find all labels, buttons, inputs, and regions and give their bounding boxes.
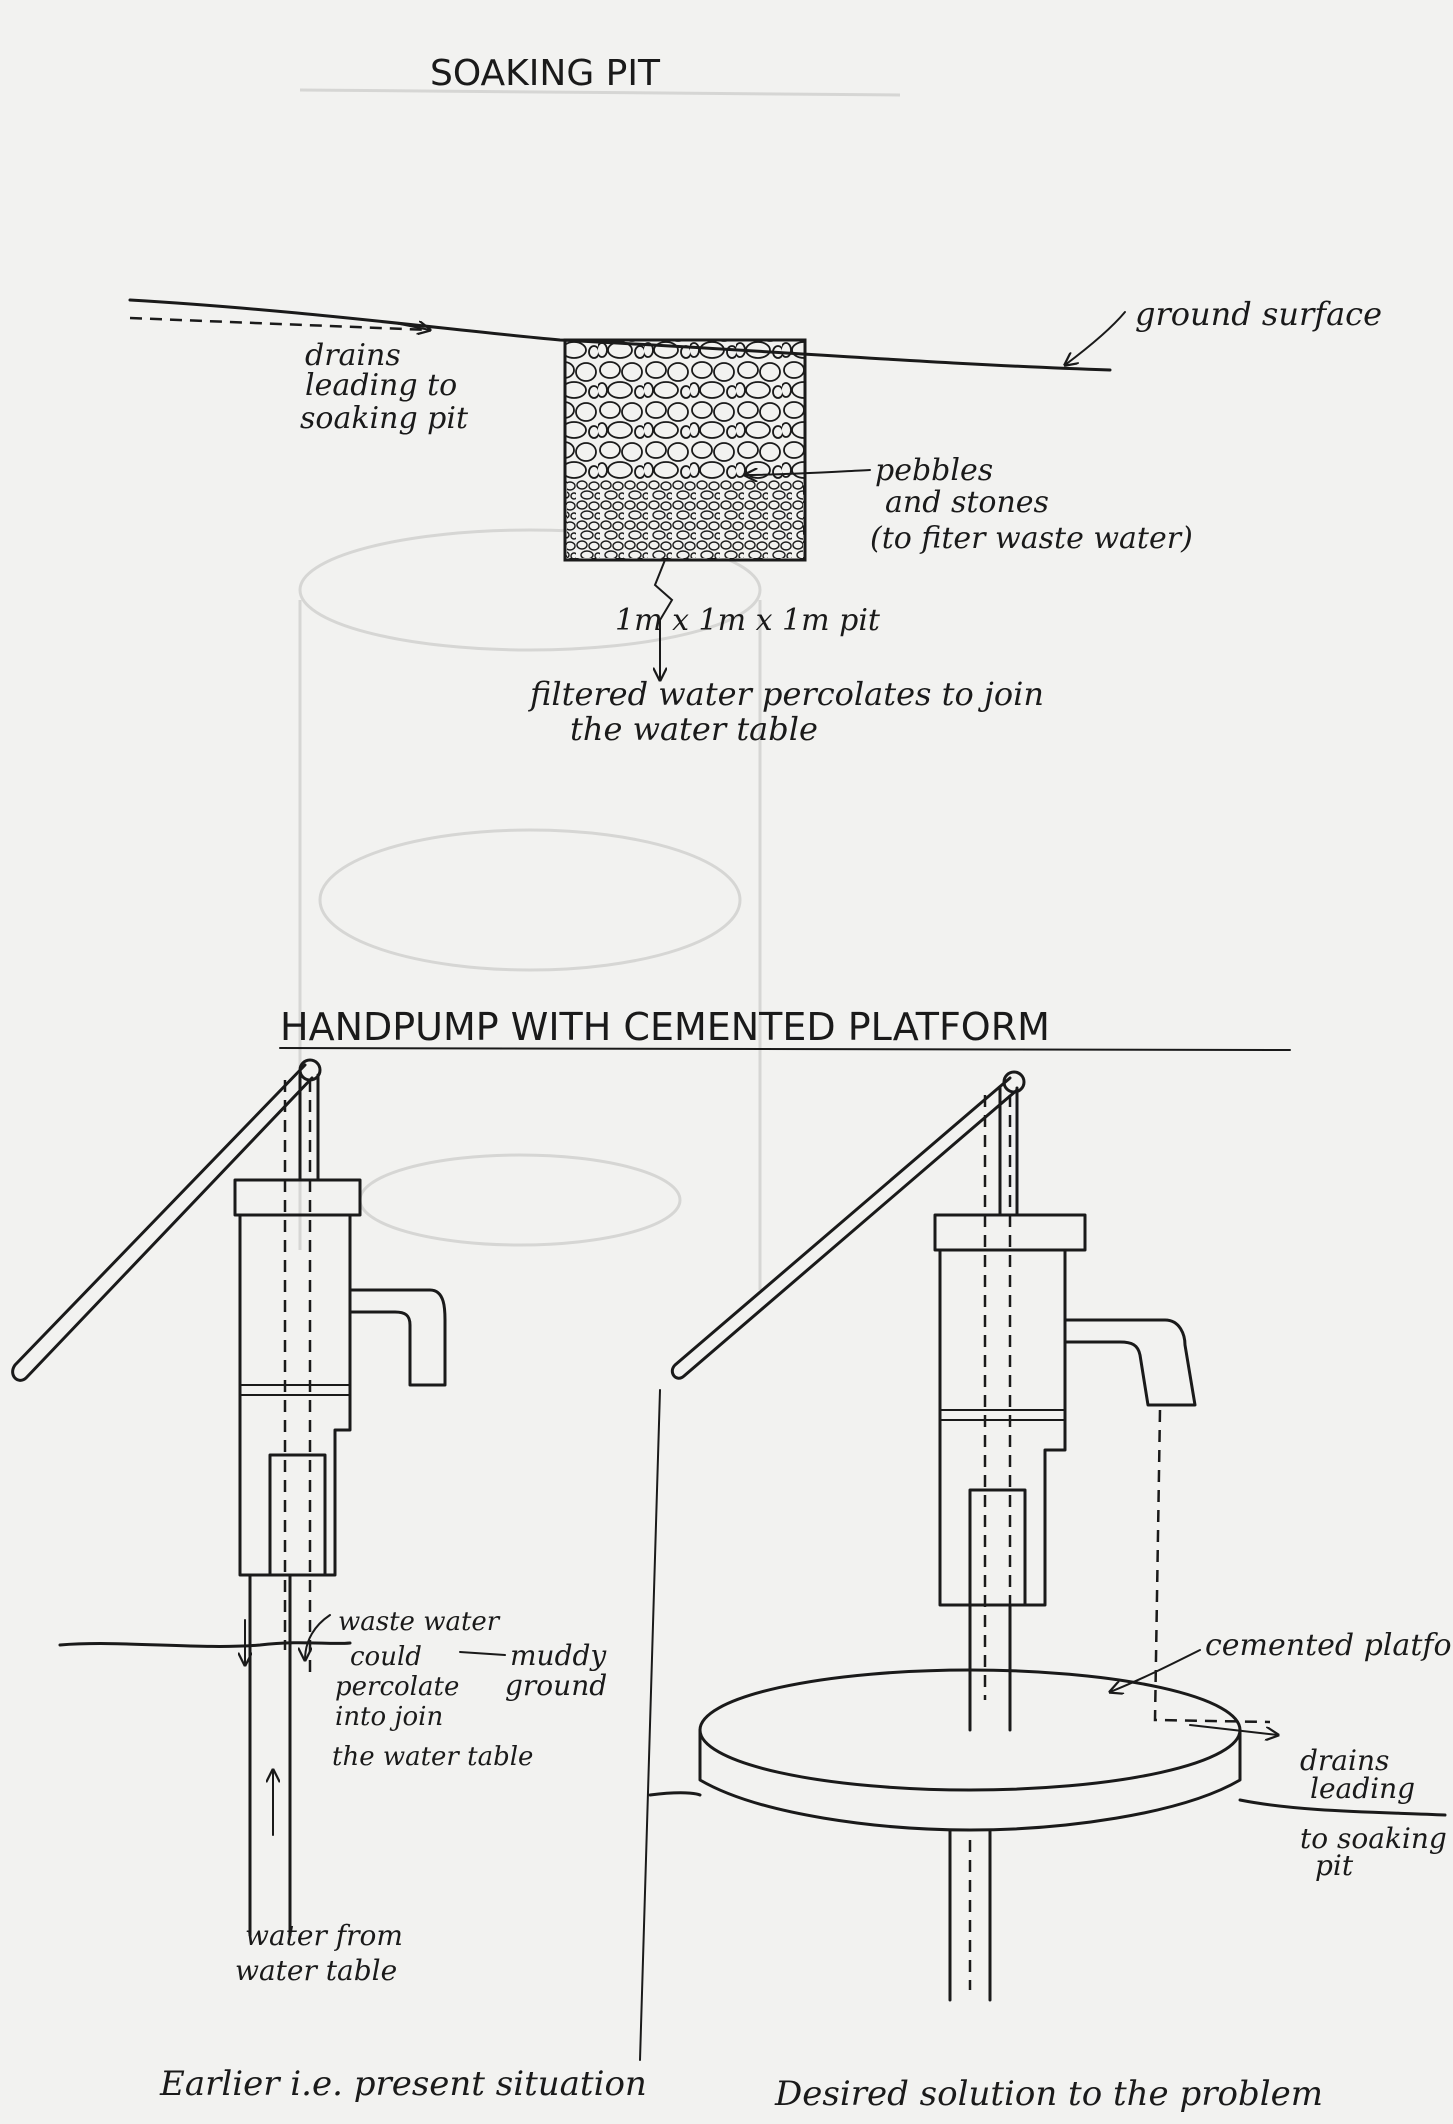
ground-surface-label: ground surface [1135, 295, 1382, 333]
pit-dimensions-label: 1m x 1m x 1m pit [615, 603, 881, 638]
muddy-ground-label: muddy ground [505, 1639, 615, 1702]
drains-label: drains leading to soaking pit [300, 338, 469, 436]
right-caption: Desired solution to the problem [774, 2074, 1323, 2114]
waste-water-label: waste water could percolate into join th… [332, 1607, 533, 1772]
handpump-section: HANDPUMP WITH CEMENTED PLATFORM [11, 1005, 1453, 2114]
pebbles-label: pebbles and stones (to fiter waste water… [870, 453, 1193, 556]
right-drains-label: drains leading to soaking pit [1300, 1744, 1453, 1882]
filtered-water-label: filtered water percolates to join the wa… [528, 675, 1054, 748]
left-caption: Earlier i.e. present situation [159, 2064, 647, 2104]
cemented-platform-label: cemented platform [1205, 1628, 1453, 1663]
water-from-label: water from water table [235, 1919, 412, 1987]
left-pump-drawing: waste water could percolate into join th… [11, 1058, 647, 2104]
right-pump-drawing: cemented platform drains leading to soak… [648, 1070, 1453, 2114]
drain-line [129, 316, 431, 332]
soaking-pit-section: SOAKING PIT ground surface drains leadin… [128, 53, 1382, 748]
handpump-title: HANDPUMP WITH CEMENTED PLATFORM [280, 1005, 1050, 1049]
soaking-pit-title: SOAKING PIT [430, 53, 661, 94]
